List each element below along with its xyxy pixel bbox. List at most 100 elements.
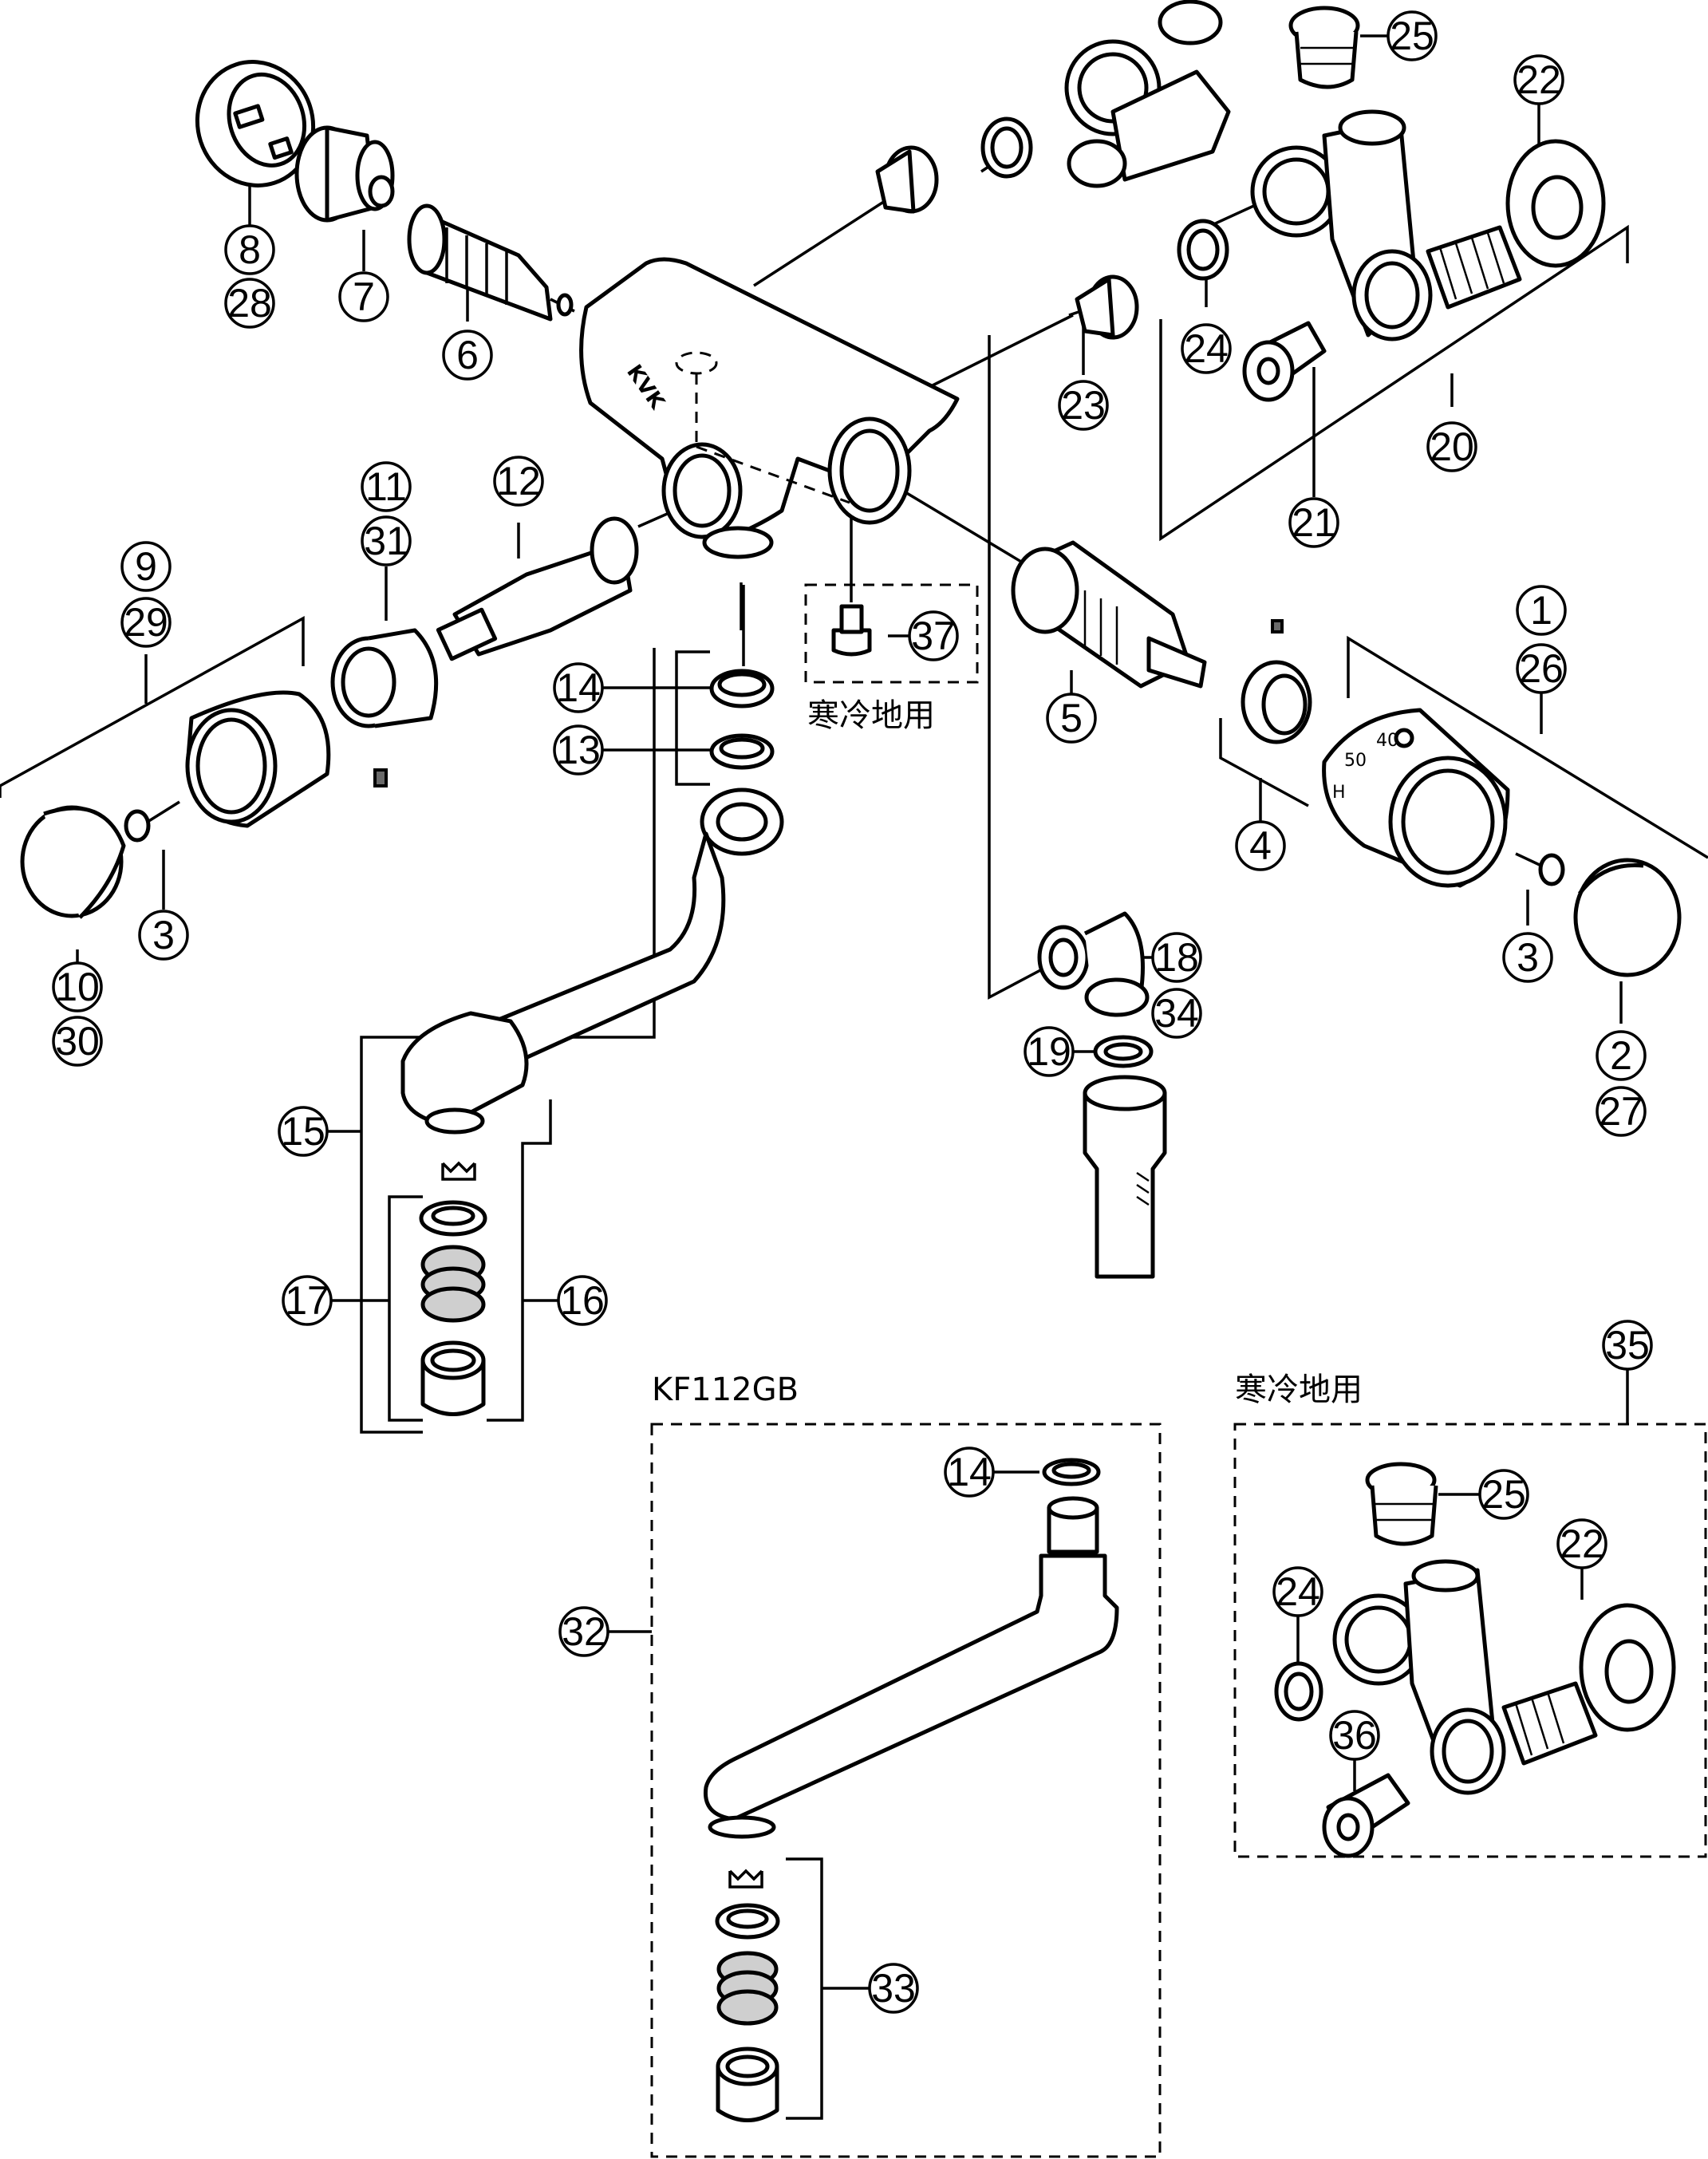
- part-upper-washer: [980, 116, 1033, 179]
- callout-1: 1: [1516, 585, 1567, 636]
- callout-27: 27: [1596, 1086, 1647, 1137]
- part-35-cold-assembly: [1274, 1462, 1676, 1858]
- callout-16-text: 16: [560, 1278, 605, 1323]
- part-drawings: KVK: [20, 0, 1682, 2122]
- callout-22b-text: 22: [1560, 1522, 1604, 1566]
- callout-17-text: 17: [285, 1278, 329, 1323]
- callout-30: 30: [52, 1016, 103, 1067]
- callout-numbers: 8 28 7 6 25 22 24 23 20 21 11 31 12 9 29…: [52, 10, 1653, 2014]
- callout-1-text: 1: [1530, 588, 1552, 633]
- callout-17: 17: [282, 1275, 333, 1326]
- callout-28: 28: [224, 278, 275, 329]
- part-3-screw-right: [1515, 852, 1565, 886]
- part-19-washer: [1093, 1035, 1154, 1068]
- callout-16: 16: [557, 1275, 608, 1326]
- callout-25b: 25: [1478, 1469, 1529, 1520]
- callout-22a-text: 22: [1517, 57, 1561, 102]
- part-25-plug: [1288, 6, 1360, 89]
- callout-10: 10: [52, 961, 103, 1012]
- part-37-valve: [831, 604, 872, 657]
- part-33-aerator: [715, 1869, 780, 2122]
- callout-5-text: 5: [1060, 696, 1083, 740]
- callout-30-text: 30: [55, 1019, 100, 1064]
- callout-25b-text: 25: [1481, 1472, 1526, 1517]
- part-22-escutcheon: [1505, 139, 1606, 268]
- callout-12-text: 12: [496, 459, 541, 503]
- callout-35-text: 35: [1605, 1323, 1650, 1368]
- part-2-cap: [1573, 858, 1682, 977]
- part-upper-check-valve: [875, 145, 939, 214]
- callout-28-text: 28: [227, 281, 272, 326]
- callout-36: 36: [1329, 1710, 1380, 1761]
- part-11-ring: [330, 628, 439, 787]
- callout-14b-text: 14: [947, 1450, 992, 1494]
- callout-15: 15: [278, 1106, 329, 1157]
- part-13-washer: [709, 733, 775, 770]
- part-6-cartridge: [407, 203, 575, 322]
- callout-3b-text: 3: [1517, 935, 1539, 980]
- callout-37-text: 37: [911, 614, 956, 658]
- callout-33: 33: [868, 1963, 919, 2014]
- part-9-handle: [185, 690, 331, 828]
- part-3-screw-left: [124, 800, 180, 843]
- callout-33-text: 33: [871, 1966, 916, 2011]
- part-7-adapter: [294, 125, 395, 223]
- callout-35: 35: [1602, 1320, 1653, 1371]
- caption-cold-region-body: 寒冷地用: [807, 697, 935, 734]
- callout-34: 34: [1151, 988, 1202, 1039]
- dial-mark-h: H: [1332, 783, 1346, 803]
- callout-13-text: 13: [556, 728, 601, 772]
- callout-9: 9: [120, 541, 172, 592]
- callout-14a: 14: [553, 662, 604, 713]
- callout-10-text: 10: [55, 965, 100, 1009]
- part-16-aerator: [419, 1161, 487, 1416]
- callout-21: 21: [1288, 497, 1339, 548]
- callout-23: 23: [1058, 380, 1109, 431]
- part-upper-elbow: [1064, 0, 1231, 188]
- callout-11: 11: [361, 461, 412, 512]
- callout-32-text: 32: [562, 1609, 606, 1654]
- callout-22b: 22: [1556, 1518, 1607, 1569]
- part-24-washer: [1177, 219, 1229, 281]
- part-8-cap: [195, 60, 316, 187]
- part-21-check-valve: [1242, 321, 1327, 402]
- caption-cold-region-box: 寒冷地用: [1235, 1372, 1363, 1408]
- callout-12: 12: [493, 456, 544, 507]
- part-15-spout: [400, 787, 784, 1135]
- callout-27-text: 27: [1599, 1089, 1643, 1134]
- callout-5: 5: [1046, 693, 1097, 744]
- part-1-temp-handle: 40 50 H: [1322, 708, 1510, 888]
- callout-19: 19: [1024, 1026, 1075, 1077]
- callout-25a: 25: [1387, 10, 1438, 61]
- callout-23-text: 23: [1061, 383, 1106, 428]
- callout-15-text: 15: [281, 1109, 325, 1154]
- part-18-elbow: [1037, 911, 1150, 1017]
- part-20-elbow: [1250, 109, 1522, 341]
- callout-24a: 24: [1181, 323, 1232, 374]
- callout-18-text: 18: [1154, 935, 1199, 980]
- callout-3a-text: 3: [152, 913, 175, 957]
- callout-31: 31: [361, 515, 412, 566]
- part-main-body: KVK: [579, 257, 960, 559]
- callout-26: 26: [1516, 643, 1567, 694]
- callout-37: 37: [908, 610, 959, 661]
- part-23-check-valve: [1068, 274, 1139, 340]
- callout-6-text: 6: [456, 333, 479, 377]
- callout-13: 13: [553, 724, 604, 776]
- part-14-washer: [709, 669, 775, 708]
- callout-8: 8: [224, 224, 275, 275]
- callout-18: 18: [1151, 932, 1202, 983]
- callout-7-text: 7: [353, 274, 375, 319]
- callout-25a-text: 25: [1390, 14, 1434, 58]
- callout-14b: 14: [944, 1447, 995, 1498]
- callout-22a: 22: [1513, 54, 1564, 105]
- callout-36-text: 36: [1332, 1713, 1377, 1758]
- callout-4: 4: [1235, 820, 1286, 871]
- callout-11-text: 11: [365, 464, 407, 509]
- callout-7: 7: [338, 271, 389, 322]
- part-10-cap: [20, 805, 126, 919]
- callout-32: 32: [558, 1606, 609, 1657]
- part-5-cartridge: [1011, 540, 1207, 689]
- caption-model-box: KF112GB: [652, 1372, 799, 1408]
- callout-20: 20: [1426, 421, 1477, 472]
